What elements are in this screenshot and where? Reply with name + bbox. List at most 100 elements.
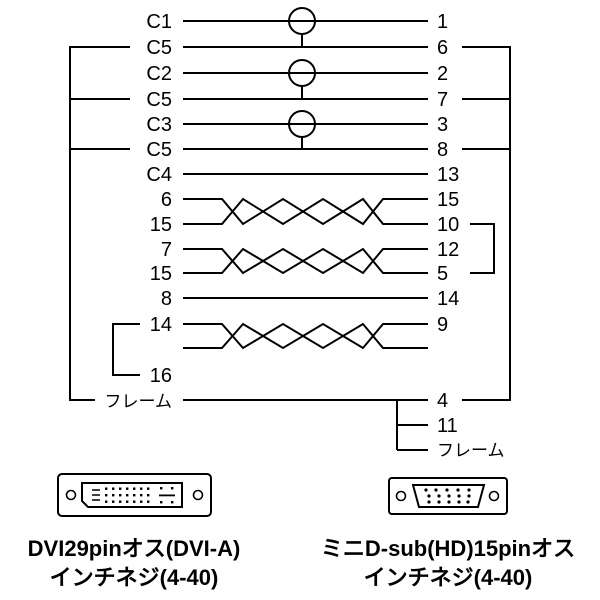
dvi-screw-left bbox=[65, 489, 77, 501]
left-pin-15-a: 15 bbox=[150, 214, 172, 236]
right-pin-5: 5 bbox=[437, 263, 448, 285]
dvi-connector-icon bbox=[57, 473, 212, 517]
left-pin-labels: C1 C5 C2 C5 C3 C5 C4 6 15 7 15 8 14 16 フ… bbox=[105, 11, 173, 411]
dsub-pin bbox=[447, 500, 451, 504]
left-pin-8: 8 bbox=[161, 288, 172, 310]
dvi-pin-row2 bbox=[112, 494, 115, 497]
dvi-pin-row3 bbox=[133, 500, 136, 503]
right-frame-branch bbox=[396, 400, 428, 451]
left-bus-line bbox=[69, 46, 130, 401]
dsub-connector-plate bbox=[388, 477, 508, 515]
left-c5-bus bbox=[69, 46, 130, 401]
dvi-pin-row3 bbox=[119, 500, 122, 503]
dvi-pin-row1 bbox=[126, 487, 129, 490]
right-shield-bus bbox=[462, 46, 511, 401]
twisted-pair-2 bbox=[183, 247, 428, 275]
dvi-pin-row3 bbox=[105, 500, 108, 503]
right-pin-12: 12 bbox=[437, 239, 459, 261]
left-connector-caption-line1: DVI29pinオス(DVI-A) bbox=[28, 536, 241, 561]
straight-wires bbox=[183, 20, 428, 401]
left-pin-14: 14 bbox=[150, 314, 172, 336]
dvi-key-mark bbox=[92, 489, 100, 501]
dsub-pin bbox=[437, 494, 441, 498]
twist-1-wire-a bbox=[183, 197, 428, 226]
left-pin-c2: C2 bbox=[146, 63, 172, 85]
right-pin-8: 8 bbox=[437, 139, 448, 161]
dvi-pin-row1 bbox=[147, 487, 150, 490]
dvi-pin-row3 bbox=[126, 500, 129, 503]
left-pin-c5-a: C5 bbox=[146, 37, 172, 59]
right-pin-10: 10 bbox=[437, 214, 459, 236]
connector-captions: DVI29pinオス(DVI-A) インチネジ(4-40) ミニD-sub(HD… bbox=[28, 536, 575, 590]
right-pin-3: 3 bbox=[437, 114, 448, 136]
twist-1-wire-b bbox=[183, 197, 428, 226]
right-pin-9: 9 bbox=[437, 314, 448, 336]
dsub-pin bbox=[457, 500, 461, 504]
dvi-pin-row1 bbox=[140, 487, 143, 490]
dsub-pin bbox=[466, 500, 470, 504]
left-connector-caption-line2: インチネジ(4-40) bbox=[50, 565, 219, 590]
dvi-pin-row1 bbox=[119, 487, 122, 490]
left-bracket-14-16 bbox=[112, 323, 140, 376]
left-pin-c3: C3 bbox=[146, 114, 172, 136]
left-pin-frame: フレーム bbox=[105, 392, 173, 411]
dvi-pins bbox=[105, 487, 175, 504]
dvi-pin-row3 bbox=[147, 500, 150, 503]
dsub-connector-icon bbox=[388, 477, 508, 515]
dsub-connector-shell bbox=[411, 484, 486, 508]
twist-3-wire-b bbox=[183, 322, 428, 350]
dvi-pin-row1 bbox=[133, 487, 136, 490]
dsub-pins bbox=[424, 488, 471, 504]
right-pin-6: 6 bbox=[437, 37, 448, 59]
twist-2-wire-a bbox=[183, 247, 428, 275]
dsub-pin bbox=[447, 494, 451, 498]
right-connector-caption-line2: インチネジ(4-40) bbox=[364, 565, 533, 590]
dsub-pin bbox=[434, 488, 438, 492]
dsub-pin bbox=[427, 494, 431, 498]
left-pin-c5-b: C5 bbox=[146, 89, 172, 111]
left-pin-c5-c: C5 bbox=[146, 139, 172, 161]
dvi-pin-analog bbox=[160, 487, 163, 490]
twisted-pair-1 bbox=[183, 197, 428, 226]
twist-2-wire-b bbox=[183, 247, 428, 275]
dvi-pin-row1 bbox=[105, 487, 108, 490]
left-pin-15-b: 15 bbox=[150, 263, 172, 285]
dvi-pin-analog bbox=[171, 487, 174, 490]
dsub-pin bbox=[427, 500, 431, 504]
dsub-pin bbox=[467, 494, 471, 498]
dvi-connector-shell bbox=[81, 482, 183, 508]
dvi-pin-row3 bbox=[112, 500, 115, 503]
right-pin-2: 2 bbox=[437, 63, 448, 85]
right-pin-frame: フレーム bbox=[437, 441, 505, 460]
dvi-pin-flat-blade bbox=[159, 494, 175, 497]
dsub-pin bbox=[456, 488, 460, 492]
dsub-screw-left bbox=[395, 490, 407, 502]
dvi-pin-row2 bbox=[126, 494, 129, 497]
left-pin-c4: C4 bbox=[146, 164, 172, 186]
dvi-pin-row2 bbox=[147, 494, 150, 497]
shield-markers bbox=[288, 7, 316, 149]
right-pin-14: 14 bbox=[437, 288, 459, 310]
right-pin-1: 1 bbox=[437, 11, 448, 33]
right-pin-4: 4 bbox=[437, 390, 448, 412]
right-pin-13: 13 bbox=[437, 164, 459, 186]
right-pin-11: 11 bbox=[437, 415, 458, 437]
dvi-pin-row2 bbox=[133, 494, 136, 497]
left-pin-7: 7 bbox=[161, 239, 172, 261]
dvi-pin-row2 bbox=[119, 494, 122, 497]
dvi-screw-right bbox=[192, 489, 204, 501]
twist-3-wire-a bbox=[183, 322, 428, 350]
right-bracket-10-5 bbox=[470, 223, 495, 274]
left-pin-16: 16 bbox=[150, 365, 172, 387]
dsub-pin bbox=[424, 488, 428, 492]
dsub-pin bbox=[445, 488, 449, 492]
dvi-connector-plate bbox=[57, 473, 212, 517]
dvi-pin-row3 bbox=[140, 500, 143, 503]
left-pin-6: 6 bbox=[161, 189, 172, 211]
twisted-pair-3 bbox=[183, 322, 428, 350]
dvi-pin-row2 bbox=[140, 494, 143, 497]
dsub-pin bbox=[437, 500, 441, 504]
dsub-pin bbox=[467, 488, 471, 492]
right-pin-15: 15 bbox=[437, 189, 459, 211]
